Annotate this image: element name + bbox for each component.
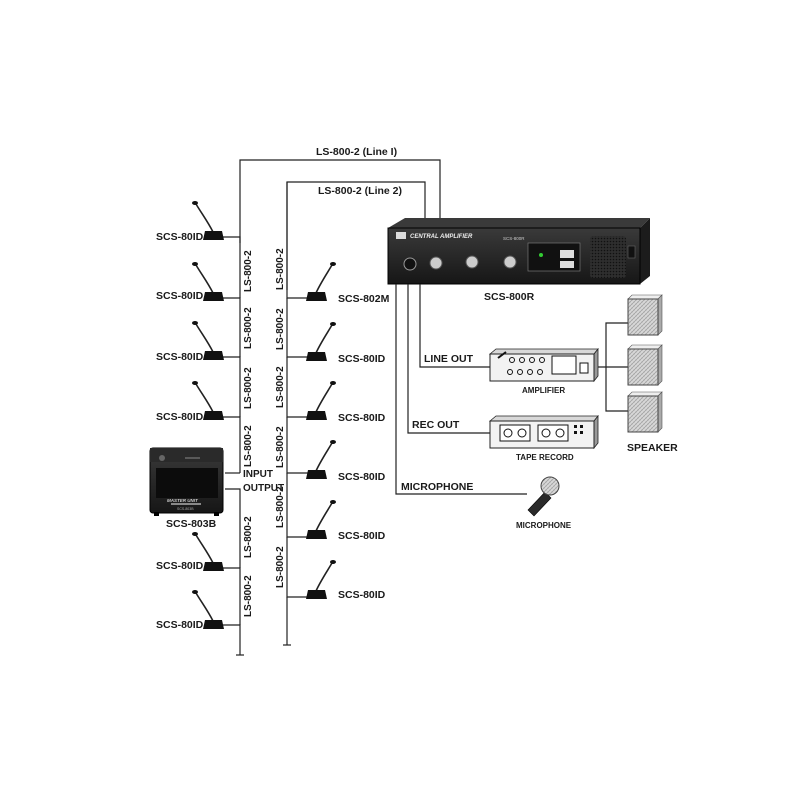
right-segment-label: LS-800-2: [275, 248, 286, 290]
right-mic-label: SCS-802M: [338, 293, 390, 305]
master-unit-device: [149, 447, 224, 516]
speaker-label: SPEAKER: [627, 442, 678, 454]
amplifier-panel-brand: CENTRAL AMPLIFIER: [410, 234, 473, 240]
right-segment-label: LS-800-2: [275, 426, 286, 468]
conference-mic: [192, 321, 224, 360]
right-chain-wires: [283, 182, 312, 646]
power-amplifier-device: [488, 347, 599, 383]
left-segment-label: LS-800-2: [243, 307, 254, 349]
right-mic-label: SCS-80ID: [338, 589, 386, 601]
right-segment-labels: LS-800-2 LS-800-2 LS-800-2 LS-800-2 LS-8…: [275, 248, 286, 588]
line1-cable: [239, 159, 441, 243]
brand-logo-icon: [396, 232, 406, 239]
right-segment-label: LS-800-2: [275, 366, 286, 408]
microphone-line-label: MICROPHONE: [401, 481, 473, 493]
amplifier-unit-label: SCS-800R: [484, 291, 535, 303]
left-segment-label: LS-800-2: [243, 516, 254, 558]
conference-mic: [306, 262, 336, 301]
right-mic-units: [306, 262, 336, 599]
conference-mic: [192, 381, 224, 420]
central-amplifier-device: [387, 218, 650, 285]
left-mic-label: SCS-80ID: [156, 290, 204, 302]
right-mic-label: SCS-80ID: [338, 412, 386, 424]
left-segment-label: LS-800-2: [243, 575, 254, 617]
conference-mic: [306, 381, 336, 420]
conference-mic: [306, 560, 336, 599]
output-wires: [395, 284, 628, 495]
microphone-label: MICROPHONE: [516, 521, 572, 530]
conference-mic: [306, 500, 336, 539]
left-segment-label: LS-800-2: [243, 425, 254, 467]
rec-out-label: REC OUT: [412, 419, 460, 431]
speaker-icon: [627, 344, 663, 386]
left-mic-label: SCS-80ID: [156, 411, 204, 423]
conference-mic: [306, 322, 336, 361]
amplifier-panel-model: SCS-800R: [503, 236, 525, 241]
power-switch-icon: [627, 245, 636, 259]
speaker-grille-icon: [590, 236, 626, 278]
amplifier-label: AMPLIFIER: [522, 386, 565, 395]
left-segment-label: LS-800-2: [243, 367, 254, 409]
right-mic-label: SCS-80ID: [338, 530, 386, 542]
left-segment-label: LS-800-2: [243, 250, 254, 292]
master-unit-label: SCS-803B: [166, 518, 217, 530]
line-out-label: LINE OUT: [424, 353, 474, 365]
volume-knob-icon: [429, 256, 443, 270]
right-mic-label: SCS-80ID: [338, 471, 386, 483]
tape-record-label: TAPE RECORD: [516, 453, 574, 462]
left-mic-label: SCS-80ID: [156, 231, 204, 243]
handheld-microphone-device: [527, 476, 560, 517]
volume-knob-icon: [465, 255, 479, 269]
master-input-label: INPUT: [243, 469, 273, 480]
conference-mic: [192, 532, 224, 571]
left-mic-label: SCS-80ID: [156, 351, 204, 363]
speaker-icon: [627, 294, 663, 336]
speaker-icon: [627, 391, 663, 433]
conference-mic: [192, 262, 224, 301]
right-segment-label: LS-800-2: [275, 308, 286, 350]
left-mic-units: [192, 201, 224, 629]
tape-record-device: [488, 414, 599, 450]
right-segment-label: LS-800-2: [275, 486, 286, 528]
conference-mic: [192, 590, 224, 629]
line2-label: LS-800-2 (Line 2): [318, 185, 402, 197]
left-mic-label: SCS-80ID: [156, 619, 204, 631]
master-unit-panel-model: SCS-803B: [177, 507, 194, 511]
conference-mic: [306, 440, 336, 479]
right-segment-label: LS-800-2: [275, 546, 286, 588]
volume-knob-icon: [503, 255, 517, 269]
master-unit-panel-brand: MASTER UNIT: [167, 498, 199, 503]
conference-mic: [192, 201, 224, 240]
speaker-units: [627, 294, 663, 433]
master-output-label: OUTPUT: [243, 483, 284, 494]
right-mic-label: SCS-80ID: [338, 353, 386, 365]
headphone-jack-icon: [403, 257, 417, 271]
left-mic-label: SCS-80ID: [156, 560, 204, 572]
line1-label: LS-800-2 (Line I): [316, 146, 397, 158]
left-segment-labels: LS-800-2 LS-800-2 LS-800-2 LS-800-2 LS-8…: [243, 250, 254, 617]
